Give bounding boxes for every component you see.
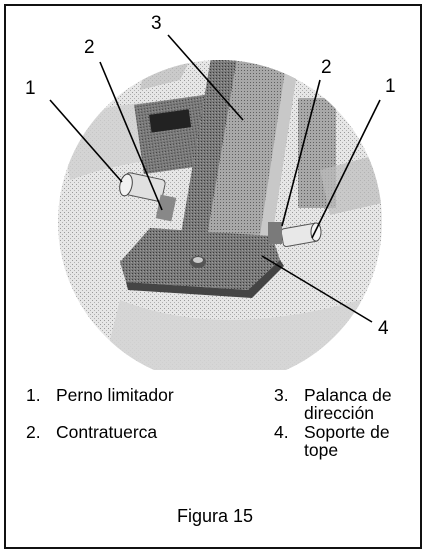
legend-label: Contratuerca bbox=[56, 422, 158, 442]
callout-4: 4 bbox=[378, 318, 389, 339]
callout-1-right: 1 bbox=[385, 76, 396, 97]
callout-3: 3 bbox=[151, 13, 162, 34]
callout-2-right: 2 bbox=[321, 57, 332, 78]
photo-circle bbox=[58, 60, 382, 370]
legend-item-palanca-direccion: 3. Palanca de dirección bbox=[274, 386, 414, 422]
legend-label: Soporte de tope bbox=[304, 422, 390, 460]
figure-caption: Figura 15 bbox=[176, 506, 254, 526]
legend-number: 2. bbox=[26, 422, 41, 442]
figure-illustration bbox=[49, 34, 382, 370]
legend-item-contratuerca: 2. Contratuerca bbox=[26, 423, 226, 441]
legend-item-perno-limitador: 1. Perno limitador bbox=[26, 386, 226, 404]
legend-number: 4. bbox=[274, 422, 289, 442]
legend-label: Perno limitador bbox=[56, 385, 174, 405]
callout-1-left: 1 bbox=[25, 78, 36, 99]
legend-number: 3. bbox=[274, 385, 289, 405]
legend-item-soporte-tope: 4. Soporte de tope bbox=[274, 423, 414, 459]
legend-label: Palanca de dirección bbox=[304, 385, 392, 423]
leader-lines bbox=[49, 34, 381, 323]
callout-2-left: 2 bbox=[84, 37, 95, 58]
legend-number: 1. bbox=[26, 385, 41, 405]
